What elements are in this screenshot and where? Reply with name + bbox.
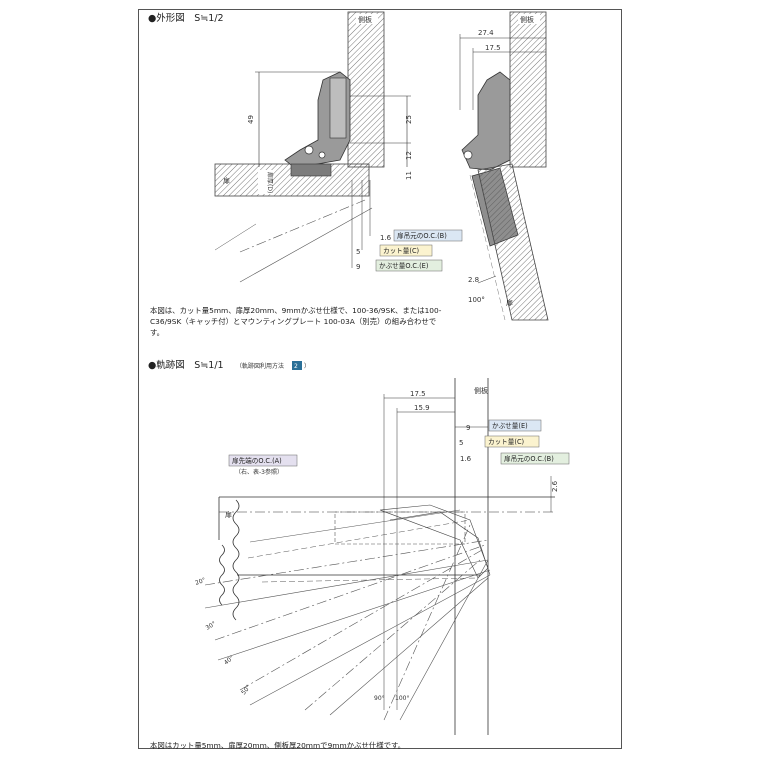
hinge-body-right (461, 71, 511, 171)
angle-40: 40° (223, 654, 236, 666)
traj-label-a: 扉先端のO.C.(A) (232, 456, 282, 465)
traj-dim-5: 5 (459, 439, 463, 447)
dim-17-5-right: 17.5 (485, 44, 501, 52)
angle-30: 30° (205, 620, 218, 631)
traj-label-box-c (484, 435, 540, 448)
dim-2-8: 2.8 (468, 276, 479, 284)
label-box-c (379, 244, 433, 257)
side-panel-left-label: 側板 (358, 15, 372, 24)
traj-label-box-a (228, 454, 298, 467)
dim-1-6-left: 1.6 (380, 234, 392, 242)
dim-12: 12 (405, 151, 413, 160)
traj-label-a-sub: （右、表-3参照） (235, 468, 283, 476)
outline-title: ●外形図 S≒1/2 (148, 12, 224, 24)
side-panel-left (347, 11, 385, 168)
angle-20: 20° (194, 577, 206, 587)
usage-badge-num: 2 (294, 363, 298, 370)
traj-dim-2-6: 2.6 (551, 480, 559, 492)
traj-label-e: かぶせ量(E) (492, 422, 528, 430)
dim-5-left: 5 (356, 248, 360, 256)
door-right (477, 163, 549, 321)
trajectory-usage-close: ） (304, 363, 310, 370)
angle-90: 90° (374, 695, 385, 702)
traj-dim-17-5: 17.5 (410, 390, 426, 398)
dim-11: 11 (405, 171, 413, 180)
label-box-e (375, 259, 443, 272)
trajectory-usage: （軌跡図利用方法 (236, 362, 284, 370)
break-line-1 (232, 499, 240, 621)
traj-label-box-b (500, 452, 570, 465)
door-left-label: 扉 (223, 176, 230, 185)
angle-50: 50° (240, 684, 252, 697)
traj-label-b: 扉吊元のO.C.(B) (504, 454, 554, 463)
angle-100-right: 100° (468, 296, 485, 304)
door-thickness-label: 扉厚(D) (266, 172, 274, 193)
trajectory-title: ●軌跡図 S≒1/1 (148, 359, 224, 371)
trajectory-note: 本図はカット量5mm、扉厚20mm、側板厚20mmで9mmかぶせ仕様です。 (150, 741, 406, 750)
label-e-text: かぶせ量O.C.(E) (379, 262, 428, 270)
traj-label-box-e (488, 419, 542, 432)
dim-25: 25 (405, 115, 413, 124)
angle-100-traj: 100° (395, 695, 409, 702)
door-right-label: 扉 (506, 298, 513, 307)
side-panel-right (509, 11, 547, 168)
hinge-pivot-left (304, 145, 314, 155)
traj-dim-1-6: 1.6 (460, 455, 472, 463)
side-panel-traj-label: 側板 (474, 386, 488, 395)
traj-door-label: 扉 (225, 510, 232, 519)
dim-49: 49 (247, 115, 255, 124)
side-panel-right-label: 側板 (520, 15, 534, 24)
break-line-2 (219, 544, 225, 606)
dim-9-left: 9 (356, 263, 360, 271)
traj-dim-9: 9 (466, 424, 470, 432)
dim-27-4: 27.4 (478, 29, 494, 37)
hinge-cup-left (290, 163, 332, 177)
label-box-b (393, 229, 463, 242)
cup-outline (334, 511, 466, 545)
traj-label-c: カット量(C) (488, 438, 524, 446)
usage-badge (292, 361, 302, 370)
label-c-text: カット量(C) (383, 247, 419, 255)
traj-dim-15-9: 15.9 (414, 404, 430, 412)
label-b-text: 扉吊元のO.C.(B) (397, 231, 447, 240)
outline-note: 本図は、カット量5mm、扉厚20mm、9mmかぶせ仕様で、100-36/9SK、… (150, 306, 442, 337)
